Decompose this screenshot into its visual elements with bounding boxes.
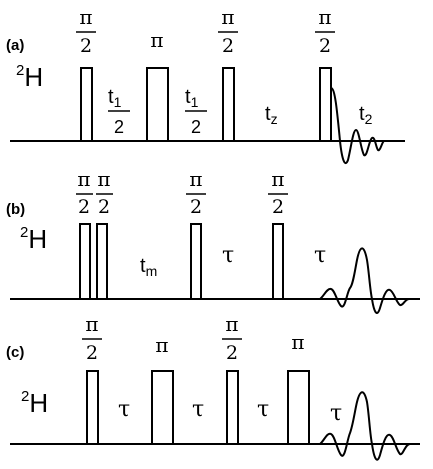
panel-c-pulse-3-num: π — [225, 312, 238, 336]
panel-b-nucleus: 2H — [20, 224, 47, 254]
panel-b-delay-1: tm — [140, 255, 157, 279]
panel-c-pulse-4 — [287, 370, 310, 445]
panel-c-delay-2: τ — [192, 397, 204, 422]
panel-b-pulse-1-den: 2 — [78, 196, 90, 218]
panel-a-delay-2: t1 — [185, 86, 199, 110]
panel-a-pulse-4-den: 2 — [319, 35, 331, 57]
panel-c: (c) 2H π 2 π π 2 π τ τ τ τ — [6, 312, 420, 461]
panel-a-pulse-1-den: 2 — [80, 35, 92, 57]
panel-c-pulse-1 — [86, 370, 99, 445]
panel-a-pulse-3 — [222, 67, 235, 142]
panel-b-pulse-1-num: π — [77, 167, 90, 191]
panel-c-pulse-1-den: 2 — [86, 342, 98, 364]
panel-a-delay-1: t1 — [108, 86, 122, 110]
panel-c-label: (c) — [6, 344, 24, 361]
panel-c-pulse-3-den: 2 — [226, 342, 238, 364]
panel-b-pulse-2-den: 2 — [98, 196, 110, 218]
panel-c-delay-1: τ — [118, 397, 130, 422]
panel-a: (a) 2H π 2 π π 2 π 2 t1 2 t1 2 tz t2 — [6, 5, 405, 165]
panel-a-label: (a) — [6, 37, 24, 54]
panel-b-pulse-2-num: π — [97, 167, 110, 191]
panel-b-echo — [319, 247, 410, 314]
panel-a-pulse-3-den: 2 — [222, 35, 234, 57]
panel-a-fid — [330, 87, 385, 165]
panel-b-pulse-4-num: π — [271, 167, 284, 191]
panel-c-pulse-4-num: π — [291, 330, 304, 354]
panel-b-pulse-1 — [79, 223, 91, 300]
panel-a-pulse-1 — [80, 67, 93, 142]
panel-a-pulse-4 — [319, 67, 332, 142]
panel-a-nucleus: 2H — [16, 62, 43, 92]
panel-c-pulse-1-num: π — [85, 312, 98, 336]
panel-a-pulse-4-num: π — [318, 5, 331, 29]
panel-b-pulse-3 — [190, 223, 202, 300]
panel-c-pulse-3 — [226, 370, 239, 445]
panel-c-nucleus: 2H — [21, 388, 48, 418]
panel-b-delay-2: τ — [222, 243, 234, 268]
panel-b-label: (b) — [6, 201, 25, 218]
panel-a-delay-2-den: 2 — [191, 117, 201, 137]
panel-c-pulse-2-num: π — [155, 333, 168, 357]
panel-a-delay-4: t2 — [359, 103, 373, 127]
panel-a-pulse-2 — [146, 67, 169, 142]
panel-a-pulse-1-num: π — [79, 5, 92, 29]
panel-a-pulse-3-num: π — [221, 5, 234, 29]
panel-b-pulse-3-num: π — [189, 167, 202, 191]
panel-b-pulse-3-den: 2 — [190, 196, 202, 218]
panel-b: (b) 2H π 2 π 2 π 2 π 2 tm τ τ — [6, 167, 420, 314]
panel-a-delay-1-den: 2 — [114, 117, 124, 137]
panel-b-pulse-4 — [272, 223, 284, 300]
panel-c-pulse-2 — [151, 370, 174, 445]
panel-b-pulse-2 — [96, 223, 108, 300]
panel-c-delay-4: τ — [330, 401, 342, 426]
panel-c-delay-3: τ — [257, 397, 269, 422]
panel-b-delay-3: τ — [314, 243, 326, 268]
panel-c-echo — [319, 391, 411, 461]
panel-b-pulse-4-den: 2 — [272, 196, 284, 218]
panel-a-delay-3: tz — [265, 103, 278, 127]
panel-a-pulse-2-num: π — [150, 28, 163, 52]
